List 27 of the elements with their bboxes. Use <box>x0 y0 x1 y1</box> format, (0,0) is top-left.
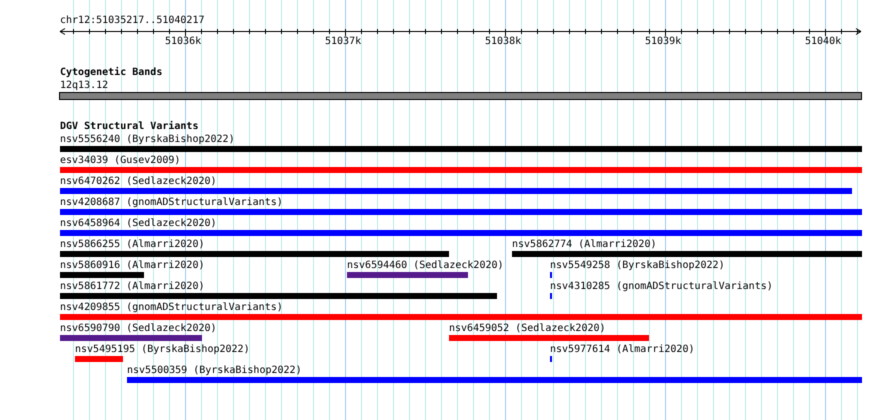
variant-label: nsv5866255 (Almarri2020) <box>60 239 204 250</box>
variant-label: nsv5549258 (ByrskaBishop2022) <box>550 260 725 271</box>
track-title: Cytogenetic Bands <box>60 67 162 78</box>
variant-label: nsv4209855 (gnomADStructuralVariants) <box>60 302 283 313</box>
variant-label: nsv5556240 (ByrskaBishop2022) <box>60 134 235 145</box>
variant-label: nsv6590790 (Sedlazeck2020) <box>60 323 217 334</box>
variant-label: nsv6459052 (Sedlazeck2020) <box>449 323 606 334</box>
variant-label: nsv4310285 (gnomADStructuralVariants) <box>550 281 773 292</box>
variant-label: nsv6470262 (Sedlazeck2020) <box>60 176 217 187</box>
tick-label: 51039k <box>645 36 682 47</box>
tick-label: 51040k <box>805 36 842 47</box>
track-title: DGV Structural Variants <box>60 121 198 132</box>
locus-label: chr12:51035217..51040217 <box>60 15 204 26</box>
variant-label: nsv6594460 (Sedlazeck2020) <box>347 260 504 271</box>
variant-label: nsv5861772 (Almarri2020) <box>60 281 204 292</box>
variant-label: esv34039 (Gusev2009) <box>60 155 180 166</box>
variant-label: nsv5977614 (Almarri2020) <box>550 344 694 355</box>
variant-label: nsv5860916 (Almarri2020) <box>60 260 204 271</box>
variant-label: nsv5495195 (ByrskaBishop2022) <box>75 344 250 355</box>
variant-label: nsv5500359 (ByrskaBishop2022) <box>127 365 302 376</box>
tick-label: 51036k <box>165 36 202 47</box>
variant-label: nsv6458964 (Sedlazeck2020) <box>60 218 217 229</box>
variant-label: nsv5862774 (Almarri2020) <box>512 239 656 250</box>
band-label: 12q13.12 <box>60 80 108 91</box>
variant-label: nsv4208687 (gnomADStructuralVariants) <box>60 197 283 208</box>
tick-label: 51038k <box>485 36 522 47</box>
tick-label: 51037k <box>325 36 362 47</box>
